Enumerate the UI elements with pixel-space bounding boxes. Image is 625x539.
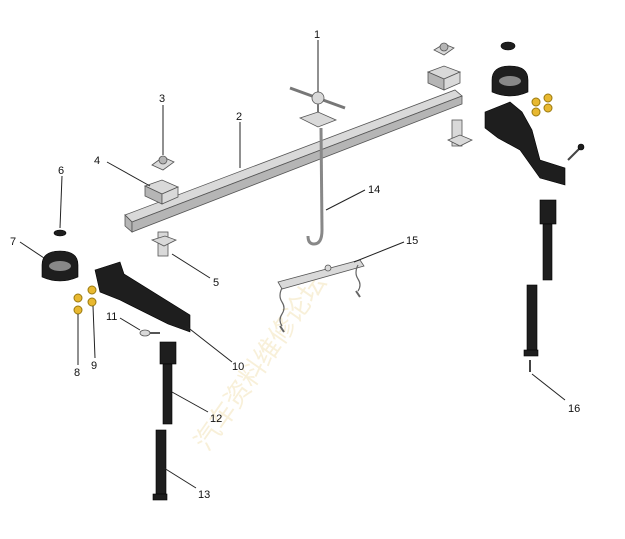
callout-3: 3 <box>159 93 165 105</box>
support-beam <box>124 89 463 233</box>
callout-8: 8 <box>74 367 80 379</box>
right-rubber-foot <box>491 41 529 97</box>
callout-6: 6 <box>58 165 64 177</box>
chain-spreader <box>277 259 365 333</box>
right-pin-bolt <box>567 143 585 161</box>
callout-4: 4 <box>94 155 100 167</box>
left-rubber-foot <box>41 229 79 282</box>
callout-7: 7 <box>10 236 16 248</box>
callout-2: 2 <box>236 111 242 123</box>
left-support-leg <box>152 341 177 501</box>
watermark-text: 汽车资料维修论坛 <box>189 269 333 457</box>
callout-1: 1 <box>314 29 320 41</box>
callout-10: 10 <box>232 361 244 373</box>
left-bracket <box>94 261 191 333</box>
wing-bolt <box>139 329 160 337</box>
callout-9: 9 <box>91 360 97 372</box>
left-washers <box>73 285 97 315</box>
leader-lines <box>19 40 566 489</box>
callout-labels: 1 2 3 4 5 6 7 8 9 10 11 12 13 14 15 16 <box>10 29 580 501</box>
center-clamp-plate <box>298 111 338 128</box>
callout-13: 13 <box>198 489 210 501</box>
right-clamp-assembly <box>426 42 473 147</box>
callout-15: 15 <box>406 235 418 247</box>
callout-5: 5 <box>213 277 219 289</box>
right-washers <box>531 93 553 117</box>
callout-16: 16 <box>568 403 580 415</box>
right-support-leg <box>523 199 557 372</box>
lift-hook <box>306 127 324 246</box>
callout-11: 11 <box>106 311 117 323</box>
callout-14: 14 <box>368 184 380 196</box>
callout-12: 12 <box>210 413 222 425</box>
left-clamp-assembly <box>143 155 179 257</box>
right-bracket <box>484 101 566 186</box>
